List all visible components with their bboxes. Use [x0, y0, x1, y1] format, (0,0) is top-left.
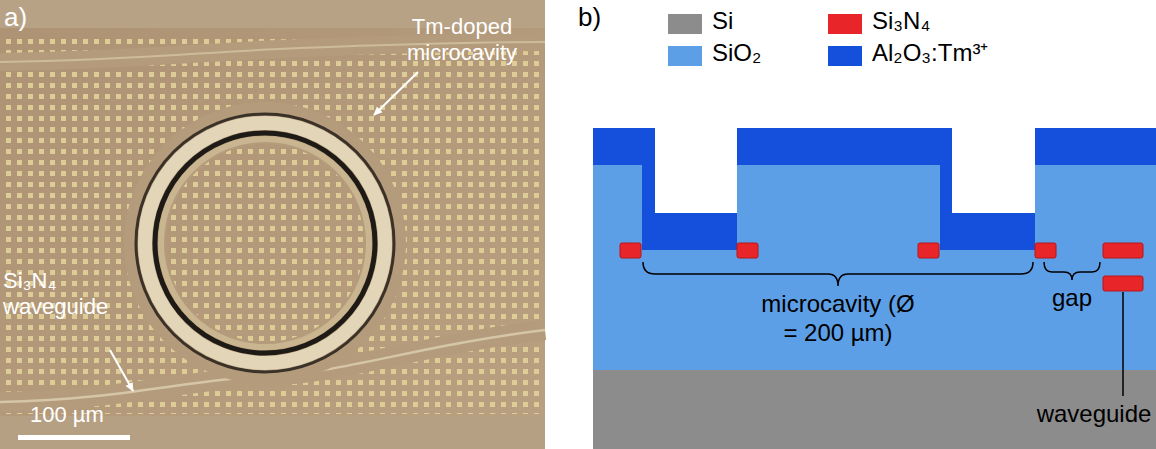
si3n4-core: [620, 243, 641, 258]
part-label: waveguide: [1036, 400, 1152, 429]
ring-inner-band: [161, 139, 369, 347]
si3n4-waveguide: [1103, 276, 1143, 291]
pointer-arrow: [374, 72, 418, 115]
si3n4-waveguide: [1103, 243, 1143, 258]
pointer-arrow: [110, 350, 133, 391]
al2o3-layer: [1035, 128, 1156, 165]
legend-label: SiO₂: [712, 39, 761, 68]
dot-grid: [0, 34, 545, 414]
si-substrate: [593, 370, 1156, 449]
micrograph-ground: [0, 0, 545, 449]
scale-label: 100 µm: [30, 402, 104, 428]
legend-swatch: [828, 14, 862, 34]
callout-label: Tm-doped microcavity: [393, 14, 531, 67]
part-label: gap: [1042, 284, 1102, 313]
trench-opening: [655, 128, 737, 213]
callout-label: Si₃N₄ waveguide: [3, 268, 121, 321]
ring-band: [145, 123, 385, 363]
cross-section: [593, 128, 1156, 449]
panel-letter: b): [578, 2, 601, 33]
si3n4-core: [1035, 243, 1056, 258]
al2o3-layer: [593, 128, 655, 165]
legend-label: Si₃N₄: [872, 7, 930, 36]
brace: [643, 262, 1033, 286]
si3n4-core: [737, 243, 758, 258]
legend-swatch: [828, 46, 862, 66]
si3n4-core: [918, 243, 939, 258]
trench-opening: [952, 128, 1035, 213]
clear-annulus: [145, 123, 385, 363]
dimension-label: microcavity (Ø = 200 µm): [758, 290, 918, 348]
brace: [1044, 262, 1100, 280]
ring-edge: [136, 114, 394, 372]
micrograph: [0, 0, 545, 449]
legend-label: Al₂O₃:Tm³⁺: [872, 39, 988, 68]
leader-line: [1122, 292, 1124, 396]
scale-bar: [18, 435, 130, 440]
legend-swatch: [668, 46, 702, 66]
al2o3-layer: [737, 128, 952, 165]
legend-label: Si: [712, 7, 733, 36]
ring-edge: [155, 133, 375, 353]
panel-letter: a): [4, 2, 27, 33]
legend-swatch: [668, 14, 702, 34]
